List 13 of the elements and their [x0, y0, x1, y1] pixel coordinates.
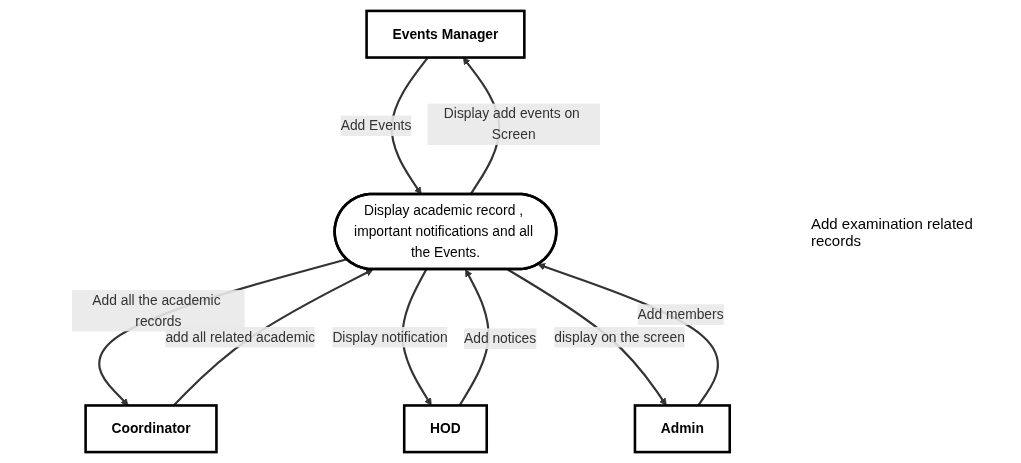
arrow [97, 258, 347, 406]
edge-label: Display add events on Screen [443, 106, 580, 142]
node-box: HOD [402, 404, 488, 454]
edge-label: Add Events [340, 117, 411, 133]
edge-label: Add notices [463, 330, 536, 346]
node-box: Coordinator [83, 404, 218, 454]
note-label: Add examination related records [811, 214, 974, 249]
node-box: Admin [633, 404, 731, 454]
edge-label: Display notification [332, 329, 448, 345]
edge-label: display on the screen [553, 329, 685, 345]
edge-label: add all related academic [165, 329, 315, 345]
edge-label: Add members [637, 306, 724, 322]
node-box: Events Manager [364, 9, 526, 59]
